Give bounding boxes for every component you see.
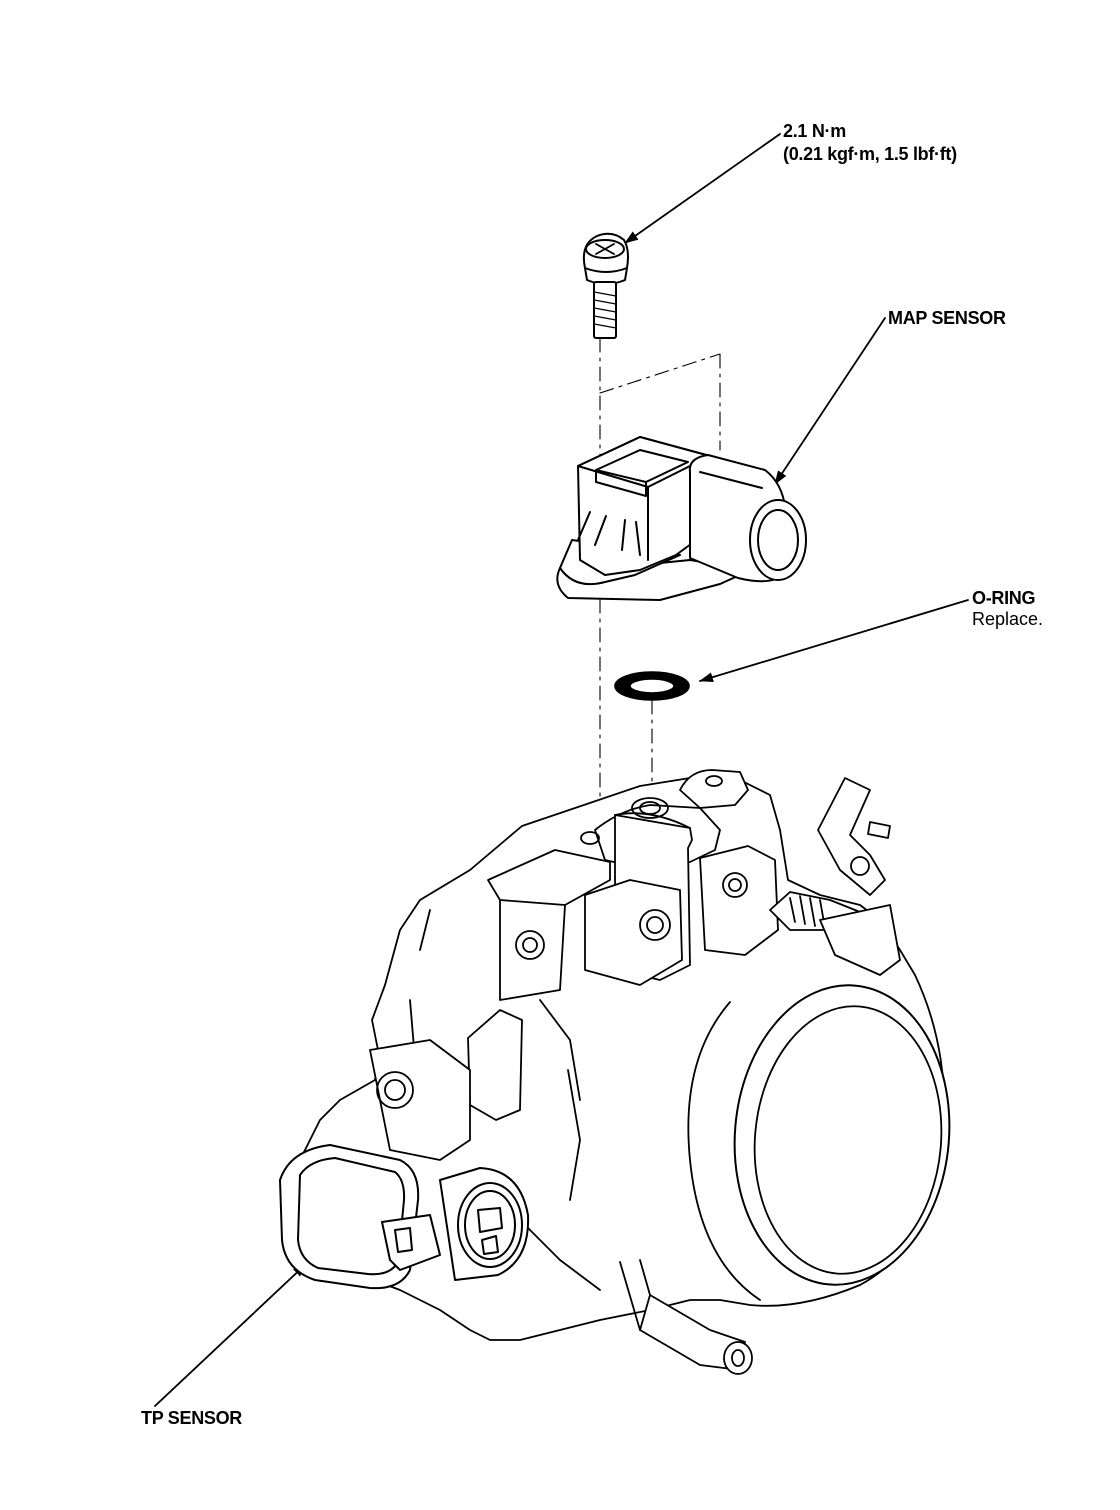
map-sensor [557,437,806,600]
tp-sensor-leader-arrow [155,1264,306,1406]
o-ring-note: Replace. [972,609,1044,629]
map-sensor-leader-arrow [775,318,885,484]
tp-sensor [280,1145,528,1288]
torque-spec-secondary-label: (0.21 kgf·m, 1.5 lbf·ft) [783,144,957,164]
torque-leader-arrow [625,134,780,243]
o-ring-leader-arrow [699,600,968,683]
o-ring [615,672,689,700]
bolt [584,234,628,338]
map-sensor-label: MAP SENSOR [888,308,1006,328]
torque-spec-label: 2.1 N·m [783,121,846,141]
tp-sensor-label: TP SENSOR [141,1408,242,1428]
o-ring-label: O-RING [972,588,1036,608]
